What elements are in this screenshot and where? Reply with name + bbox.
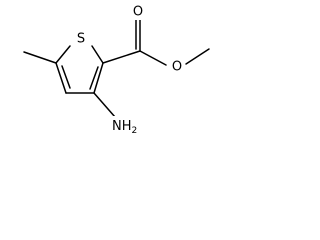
bond-c2-carbonyl-carbon: [102, 50, 141, 64]
carbonyl-oxygen-label: O: [133, 5, 143, 20]
chemical-structure-diagram: S O O NH2: [23, 3, 210, 136]
amine-label: NH2: [112, 119, 137, 137]
amine-group: NH2: [110, 116, 142, 136]
bond-s-c2: [91, 45, 104, 64]
ester-oxygen-label: O: [172, 60, 182, 75]
bond-c3-nitrogen: [93, 92, 116, 118]
bonds: [23, 19, 210, 118]
carbonyl-oxygen-atom: O: [132, 3, 145, 20]
bond-c4-c5: [55, 62, 67, 94]
bond-c2-c3: [93, 62, 104, 94]
amine-subscript: 2: [132, 126, 138, 136]
ester-oxygen-atom: O: [170, 58, 184, 75]
sulfur-label: S: [77, 32, 85, 47]
atom-labels: S O O NH2: [75, 3, 184, 136]
bond-ester-oxygen-methyl: [185, 48, 210, 65]
bond-c2-c3-inner: [89, 66, 99, 90]
sulfur-atom: S: [75, 30, 88, 47]
bond-c4-c5-inner: [61, 65, 71, 89]
bond-c5-s: [55, 45, 71, 64]
bond-c5-methyl: [23, 51, 57, 64]
bond-carbonyl-ester-oxygen: [139, 50, 167, 66]
